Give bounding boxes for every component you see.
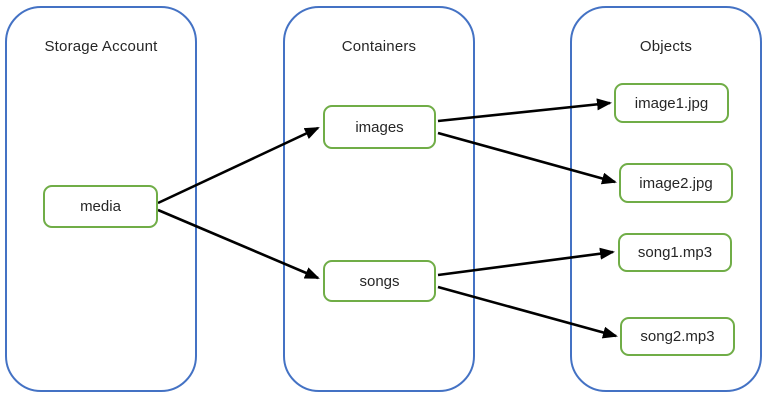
arrow-media-to-images — [157, 126, 320, 205]
node-song2-mp3: song2.mp3 — [620, 317, 735, 356]
arrow-images-to-image1 — [437, 98, 612, 123]
node-media: media — [43, 185, 158, 228]
node-song1-mp3: song1.mp3 — [618, 233, 732, 272]
arrow-songs-to-song1 — [437, 247, 615, 277]
node-image2-jpg: image2.jpg — [619, 163, 733, 203]
column-title-storage-account: Storage Account — [44, 38, 158, 55]
arrow-songs-to-song2 — [437, 285, 618, 339]
arrow-images-to-image2 — [437, 131, 617, 185]
column-title-objects: Objects — [639, 38, 693, 55]
node-images: images — [323, 105, 436, 149]
arrow-media-to-songs — [157, 208, 320, 280]
column-containers: Containers — [283, 6, 475, 392]
column-title-containers: Containers — [341, 38, 417, 55]
node-songs: songs — [323, 260, 436, 302]
node-image1-jpg: image1.jpg — [614, 83, 729, 123]
